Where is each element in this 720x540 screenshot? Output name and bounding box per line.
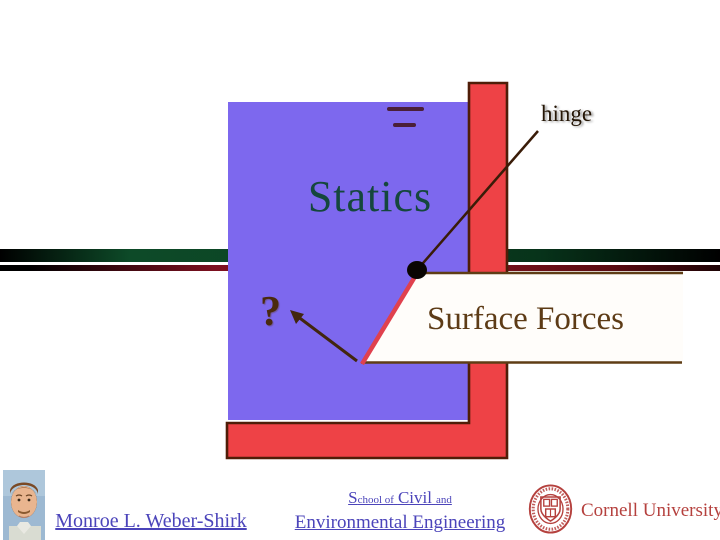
cornell-seal-logo [528,484,573,534]
school-line1-part1: S [348,488,358,507]
water-surface-mark-top [387,107,424,111]
water-surface-mark-bottom [393,123,416,127]
school-link[interactable]: School of Civil and Environmental Engine… [278,487,522,535]
water-block [228,102,468,420]
school-line1-part2: chool of [357,494,394,506]
banner-title: Surface Forces [427,301,625,337]
school-line2[interactable]: Environmental Engineering [294,512,506,533]
school-line1[interactable]: School of Civil and [278,487,522,511]
hinge-label: hinge [541,101,593,126]
cornell-university-wordmark: Cornell University [581,500,720,521]
page-title: Statics [307,172,433,221]
school-line1-part3: Civil [397,488,432,507]
school-line1-part4: and [435,494,452,506]
question-mark: ? [260,289,281,335]
author-photo [3,470,45,540]
author-name-link[interactable]: Monroe L. Weber-Shirk [55,510,247,532]
